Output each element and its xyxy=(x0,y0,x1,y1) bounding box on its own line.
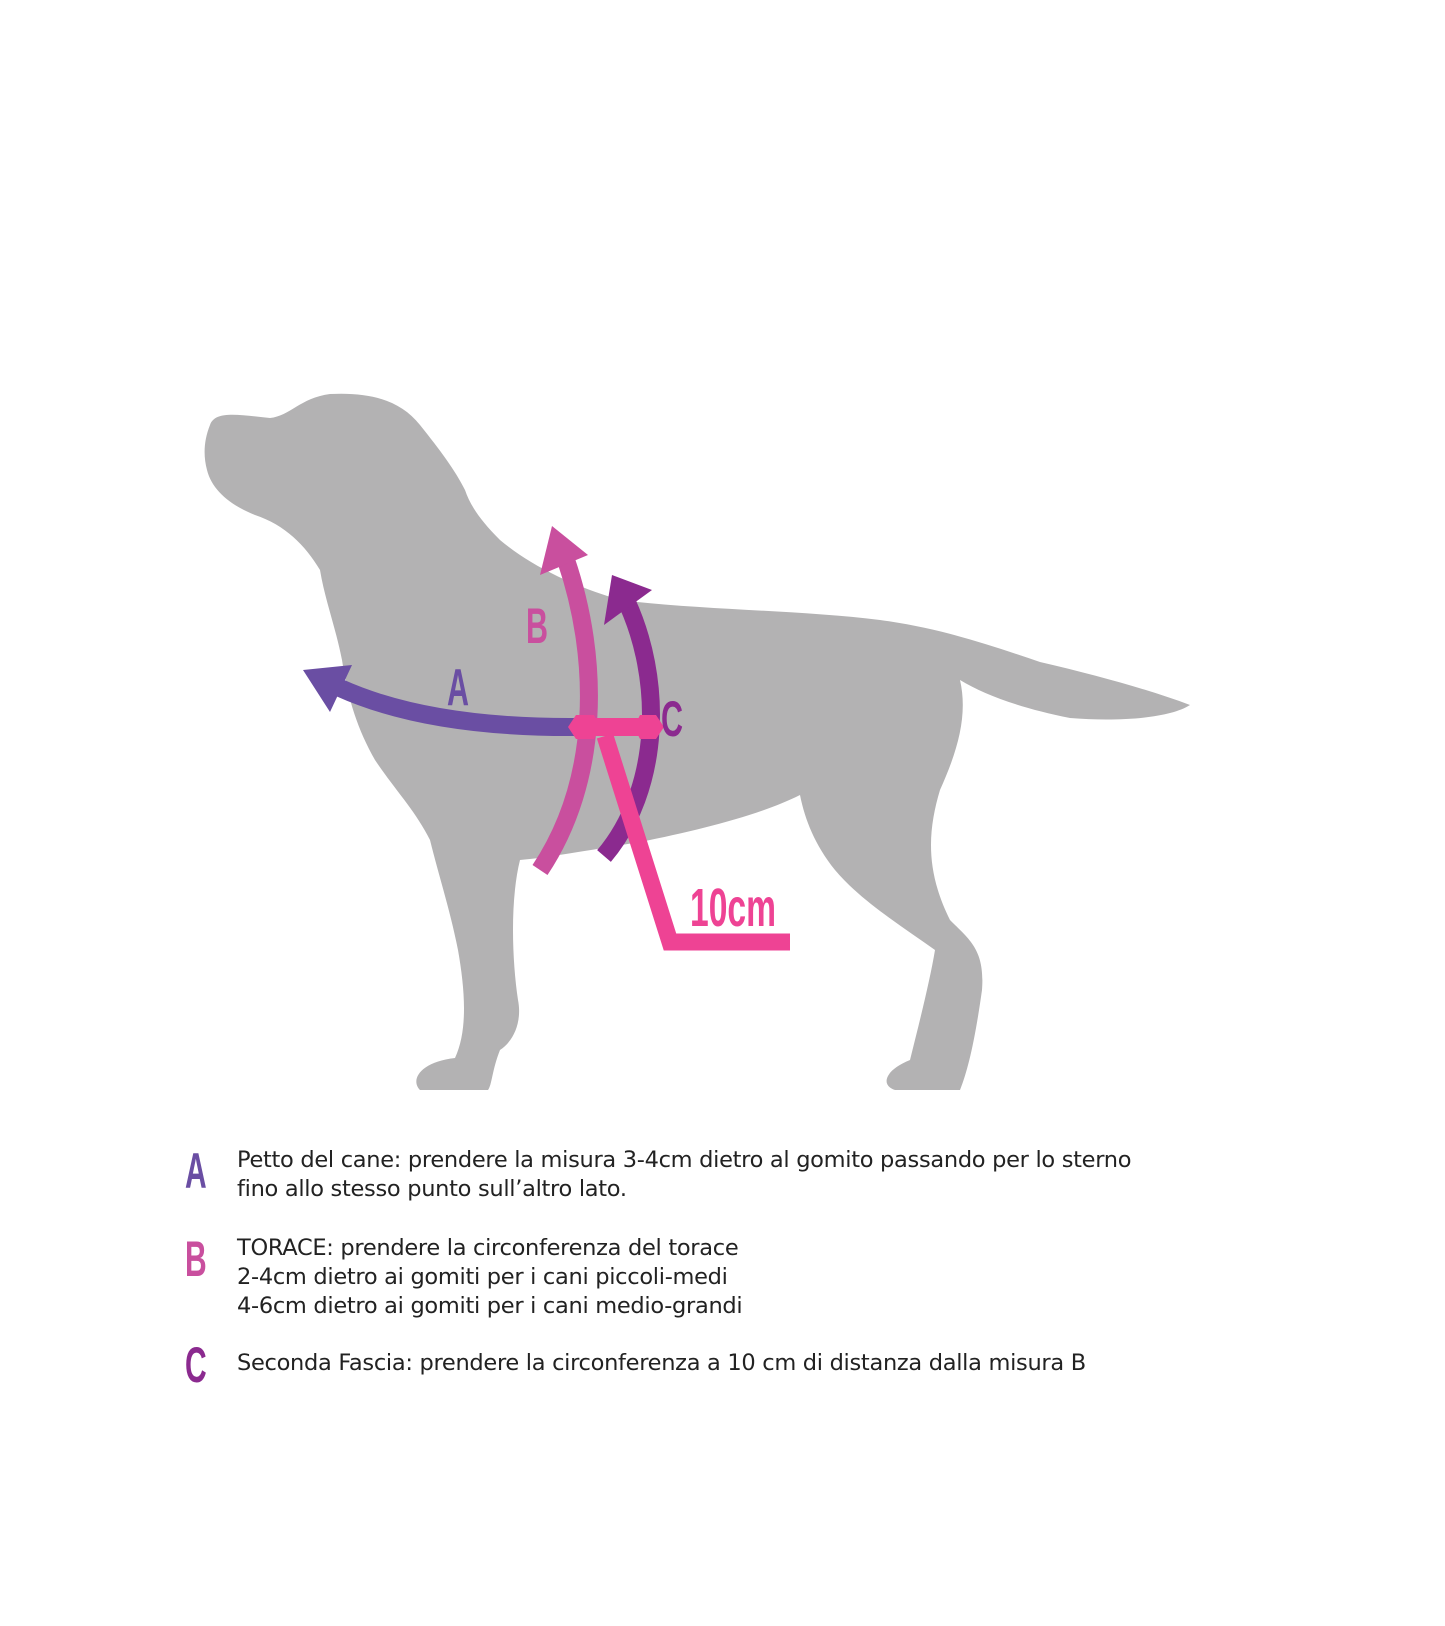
legend-letter-a: A xyxy=(185,1143,207,1199)
legend-text-a: Petto del cane: prendere la misura 3-4cm… xyxy=(237,1146,1131,1204)
dog-silhouette xyxy=(204,393,1191,1090)
legend-line: 4-6cm dietro ai gomiti per i cani medio-… xyxy=(237,1293,743,1319)
legend-text-c: Seconda Fascia: prendere la circonferenz… xyxy=(237,1340,1086,1390)
ruler-horizontal xyxy=(590,718,640,736)
measurement-c-arrowhead xyxy=(604,575,652,625)
ruler-line xyxy=(596,733,790,951)
legend-line: Petto del cane: prendere la misura 3-4cm… xyxy=(237,1147,1132,1173)
legend-item-c: C Seconda Fascia: prendere la circonfere… xyxy=(185,1340,1086,1390)
legend-letter-c: C xyxy=(185,1337,207,1393)
legend-line: Seconda Fascia: prendere la circonferenz… xyxy=(237,1350,1086,1376)
legend-item-b: B TORACE: prendere la circonferenza del … xyxy=(185,1231,743,1321)
legend-line: 2-4cm dietro ai gomiti per i cani piccol… xyxy=(237,1264,728,1290)
legend-line: fino allo stesso punto sull’altro lato. xyxy=(237,1176,627,1202)
junction-c xyxy=(634,715,664,739)
legend-text-b: TORACE: prendere la circonferenza del to… xyxy=(237,1234,743,1321)
measurement-a-arrowhead xyxy=(303,665,352,712)
label-b: B xyxy=(526,598,548,654)
legend-line: TORACE: prendere la circonferenza del to… xyxy=(237,1235,739,1261)
label-c: C xyxy=(661,691,683,747)
legend-item-a: A Petto del cane: prendere la misura 3-4… xyxy=(185,1146,1131,1204)
label-distance: 10cm xyxy=(690,878,776,938)
legend-letter-b: B xyxy=(185,1231,207,1287)
label-a: A xyxy=(447,659,469,717)
measurement-a-arc xyxy=(336,679,581,737)
measurement-b-arrowhead xyxy=(540,526,588,575)
